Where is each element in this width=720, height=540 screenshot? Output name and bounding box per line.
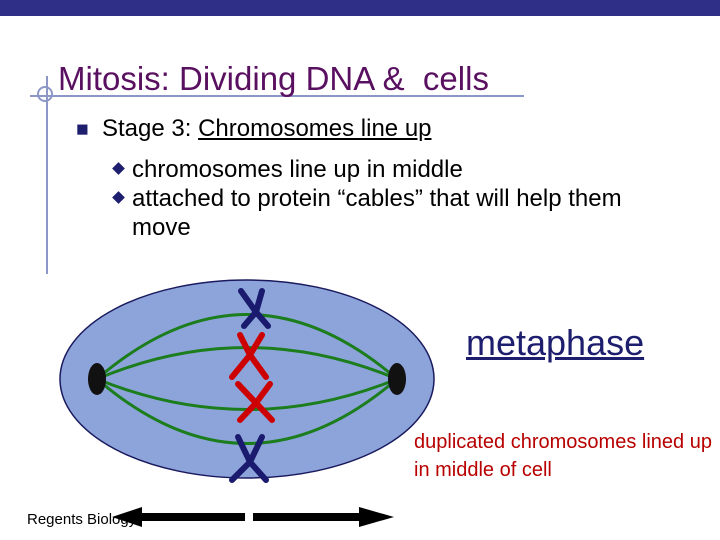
diagram-caption: duplicated chromosomes lined up in middl… — [414, 431, 712, 481]
slide-title: Mitosis: Dividing DNA & cells — [58, 60, 489, 97]
cell-body — [59, 279, 435, 479]
stage-bullet: Stage 3: Chromosomes line up — [102, 115, 432, 143]
sub-bullet-text: chromosomes line up in middle — [132, 156, 463, 183]
arrow-icon — [112, 507, 394, 527]
list-item: attached to protein “cables” that will h… — [112, 184, 654, 242]
arrow-shaft-right — [253, 513, 359, 521]
chromosome — [235, 381, 275, 423]
sub-bullet-list: chromosomes line up in middle attached t… — [112, 155, 654, 242]
spindle-fiber — [96, 313, 398, 381]
centriole-left — [88, 363, 106, 395]
arrow-shaft-left — [142, 513, 245, 521]
bullet-square-icon: ■ — [76, 118, 89, 141]
chromosome — [229, 434, 269, 483]
chromosome — [238, 288, 271, 329]
crosshair-icon — [37, 86, 53, 102]
spindle-fiber — [96, 377, 398, 445]
stage-prefix: Stage 3: — [102, 115, 199, 142]
horizontal-rule — [30, 95, 524, 97]
arrow-head-right — [359, 507, 394, 527]
chromosome — [229, 332, 269, 380]
arrow-head-left — [112, 507, 142, 527]
centriole-right — [388, 363, 406, 395]
stage-link[interactable]: Chromosomes line up — [198, 115, 432, 142]
list-item: chromosomes line up in middle — [112, 155, 654, 184]
footer-label: Regents Biology — [27, 511, 137, 528]
sub-bullet-text: attached to protein “cables” that will h… — [132, 185, 622, 241]
top-band — [0, 0, 720, 16]
vertical-rule — [46, 76, 48, 274]
chromosomes — [229, 288, 275, 483]
diagram-label: metaphase — [466, 322, 645, 363]
